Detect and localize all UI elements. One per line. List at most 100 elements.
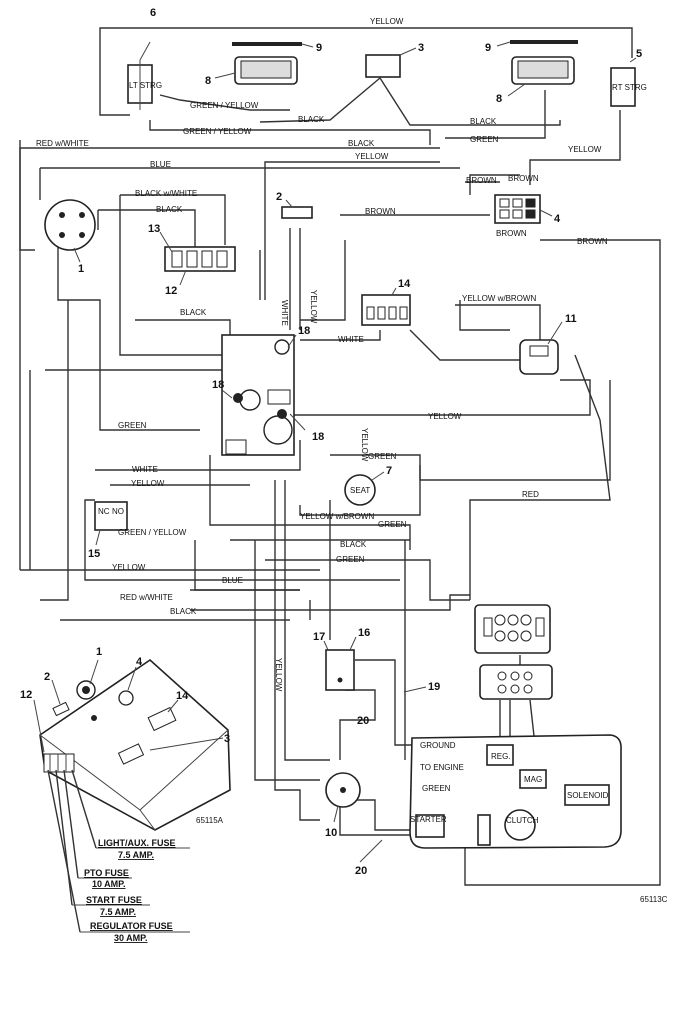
wire-label-brown-4: BROWN: [496, 229, 527, 238]
wire-label-yellow-vert-3: YELLOW: [274, 658, 283, 692]
callout-6: 6: [150, 7, 156, 19]
wire-label-yellow-6: YELLOW: [112, 563, 146, 572]
callout-9-right: 9: [485, 42, 491, 54]
wire-label-brown-1: BROWN: [466, 176, 497, 185]
callout-9-left: 9: [316, 42, 322, 54]
seat-switch: SEAT: [344, 471, 385, 506]
wire-label-green-2: GREEN: [118, 421, 147, 430]
wire-label-blue-2: BLUE: [222, 576, 243, 585]
wire-label-green-yellow-3: GREEN / YELLOW: [118, 528, 187, 537]
wire-label-black-white: BLACK w/WHITE: [135, 189, 197, 198]
wire-label-yellow-brown-1: YELLOW w/BROWN: [462, 294, 536, 303]
callout-17: 17: [313, 631, 325, 643]
callout-8-left: 8: [205, 75, 211, 87]
wire-label-red: RED: [522, 490, 539, 499]
callout-10: 10: [325, 827, 337, 839]
callout-20-b: 20: [355, 865, 367, 877]
inset-figure-id: 65115A: [196, 816, 224, 825]
rt-steering-switch: RT STRG: [610, 57, 647, 107]
pto-fuse-amp: 10 AMP.: [92, 879, 126, 889]
wire-label-red-white-1: RED w/WHITE: [36, 139, 89, 148]
start-fuse-label: START FUSE: [86, 895, 142, 905]
wire-label-yellow-3: YELLOW: [355, 152, 389, 161]
callout-20-a: 20: [357, 715, 369, 727]
callout-18-a: 18: [298, 325, 310, 337]
wire-label-green-6: GREEN: [422, 784, 451, 793]
no-label-1: NO: [112, 507, 124, 516]
callout-12: 12: [165, 285, 177, 297]
wire-label-brown-3: BROWN: [365, 207, 396, 216]
component-14-block: [361, 287, 411, 326]
wire-label-black-2: BLACK: [470, 117, 497, 126]
callout-2: 2: [276, 191, 282, 203]
callout-13: 13: [148, 223, 160, 235]
wire-label-black-5: BLACK: [180, 308, 207, 317]
component-3-box: [365, 47, 417, 78]
callout-7: 7: [386, 465, 392, 477]
harness-plug-lower: [479, 664, 553, 700]
left-hourmeter-bar: [232, 42, 314, 48]
component-11-switch: [519, 321, 563, 375]
wire-label-green-1: GREEN: [470, 135, 499, 144]
inset-callout-14: 14: [176, 690, 189, 702]
callout-18-b: 18: [212, 379, 224, 391]
wire-label-green-4: GREEN: [378, 520, 407, 529]
wire-label-black-7: BLACK: [170, 607, 197, 616]
wire-label-yellow-4: YELLOW: [428, 412, 462, 421]
callout-1: 1: [78, 263, 84, 275]
component-2-connector: [281, 199, 313, 219]
fuse-block: [159, 231, 236, 286]
right-gauge: [507, 56, 575, 97]
wire-label-white-2: WHITE: [132, 465, 158, 474]
component-10-switch: [325, 772, 361, 823]
wire-label-brown-5: BROWN: [577, 237, 608, 246]
inset-callout-3: 3: [224, 733, 230, 745]
wire-label-yellow-brown-2: YELLOW w/BROWN: [300, 512, 374, 521]
callout-5: 5: [636, 48, 642, 60]
wire-label-brown-2: BROWN: [508, 174, 539, 183]
harness-plug-upper: [474, 604, 551, 654]
relay-16-17: [323, 636, 357, 691]
lt-steering-switch: LT STRG: [127, 41, 162, 110]
wire-label-yellow-vert-1: YELLOW: [309, 290, 318, 324]
callout-14: 14: [398, 278, 411, 290]
callout-4: 4: [554, 213, 561, 225]
mag-label: MAG: [524, 775, 542, 784]
seat-label: SEAT: [350, 486, 370, 495]
wire-label-yellow-top: YELLOW: [370, 17, 404, 26]
wire-network: [19, 27, 661, 886]
solenoid-label: SOLENOID: [567, 791, 609, 800]
connector-4: [494, 194, 553, 224]
callout-11: 11: [565, 313, 577, 325]
callout-3: 3: [418, 42, 424, 54]
wire-label-black-6: BLACK: [340, 540, 367, 549]
callout-15: 15: [88, 548, 100, 560]
light-aux-fuse-amp: 7.5 AMP.: [118, 850, 154, 860]
wire-labels: YELLOW GREEN / YELLOW BLACK GREEN / YELL…: [36, 17, 608, 793]
pto-fuse-label: PTO FUSE: [84, 868, 129, 878]
left-gauge: [214, 56, 298, 85]
regulator-fuse-amp: 30 AMP.: [114, 933, 148, 943]
wire-label-white-1: WHITE: [338, 335, 364, 344]
lt-strg-label: LT STRG: [129, 81, 162, 90]
callout-8-right: 8: [496, 93, 502, 105]
right-hourmeter-bar: [496, 40, 578, 47]
callout-18-c: 18: [312, 431, 324, 443]
central-harness-module: [221, 334, 306, 456]
wire-label-black-1: BLACK: [298, 115, 325, 124]
reg-label: REG.: [491, 752, 511, 761]
wire-label-green-5: GREEN: [336, 555, 365, 564]
start-fuse-amp: 7.5 AMP.: [100, 907, 136, 917]
wire-label-white-vert: WHITE: [280, 300, 289, 326]
clutch-label: CLUTCH: [506, 816, 539, 825]
wire-label-yellow-2: YELLOW: [568, 145, 602, 154]
inset-callout-2: 2: [44, 671, 50, 683]
main-figure-id: 65113C: [640, 895, 668, 904]
inset-callout-1: 1: [96, 646, 102, 658]
wire-label-black-3: BLACK: [348, 139, 375, 148]
ground-label: GROUND: [420, 741, 456, 750]
callout-16: 16: [358, 627, 370, 639]
wire-label-green-yellow-2: GREEN / YELLOW: [183, 127, 252, 136]
callout-19: 19: [428, 681, 440, 693]
